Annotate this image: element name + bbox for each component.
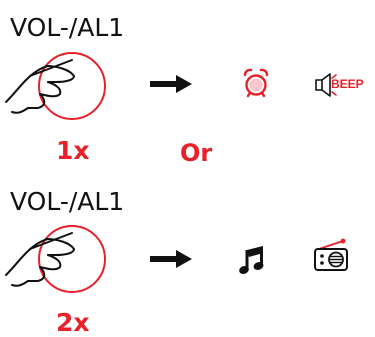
arrow-right-icon (150, 250, 192, 268)
press-target-circle (38, 52, 106, 120)
step2-press-count: 2x (56, 308, 90, 337)
press-finger-icon (5, 225, 106, 293)
step2-button-label: VOL-/AL1 (10, 187, 125, 216)
arrow-right-icon (150, 75, 192, 93)
or-separator: Or (180, 139, 213, 167)
press-target-circle (38, 225, 106, 293)
speaker-beep-icon (315, 73, 337, 97)
press-finger-icon (5, 52, 106, 120)
step1-button-label: VOL-/AL1 (10, 13, 125, 42)
radio-icon (314, 238, 348, 271)
alarm-clock-icon (243, 68, 269, 98)
step1-press-count: 1x (56, 136, 90, 165)
beep-label: BEEP (331, 77, 364, 91)
music-note-icon (239, 246, 264, 274)
